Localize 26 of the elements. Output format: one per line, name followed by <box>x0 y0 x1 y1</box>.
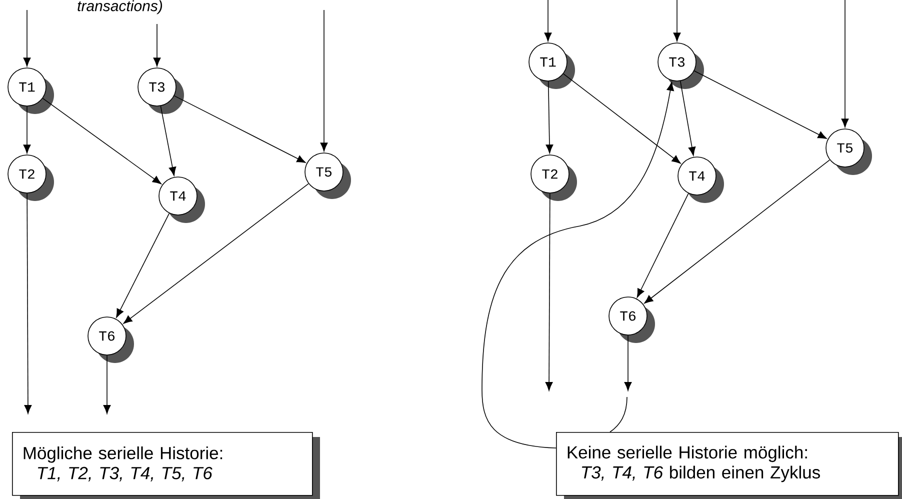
arrow <box>694 70 827 139</box>
arrow <box>841 0 849 128</box>
arrow <box>544 0 552 42</box>
arrow <box>24 193 32 414</box>
arrow <box>644 159 830 304</box>
history-box: Keine serielle Historie möglich: T3, T4, T6 bilden einen Zyklus <box>556 432 902 499</box>
arrow <box>546 81 554 154</box>
arrow <box>636 193 689 298</box>
caption-text: transactions) <box>78 0 162 14</box>
arrow <box>23 10 31 66</box>
arrow <box>160 106 176 176</box>
arrow <box>563 73 681 164</box>
arrow <box>673 0 681 42</box>
arrow <box>23 106 31 154</box>
arrow <box>545 193 553 391</box>
arrow <box>42 98 162 184</box>
arrow <box>116 212 170 318</box>
arrow <box>153 24 161 66</box>
arrow <box>482 82 674 448</box>
arrow <box>320 10 328 152</box>
arrow <box>680 80 696 156</box>
arrow <box>123 183 309 324</box>
arrow <box>174 95 306 163</box>
history-box: Mögliche serielle Historie: T1, T2, T3, T4, T5, T6 <box>12 432 320 499</box>
arrow <box>103 355 111 414</box>
arrow <box>624 335 632 391</box>
